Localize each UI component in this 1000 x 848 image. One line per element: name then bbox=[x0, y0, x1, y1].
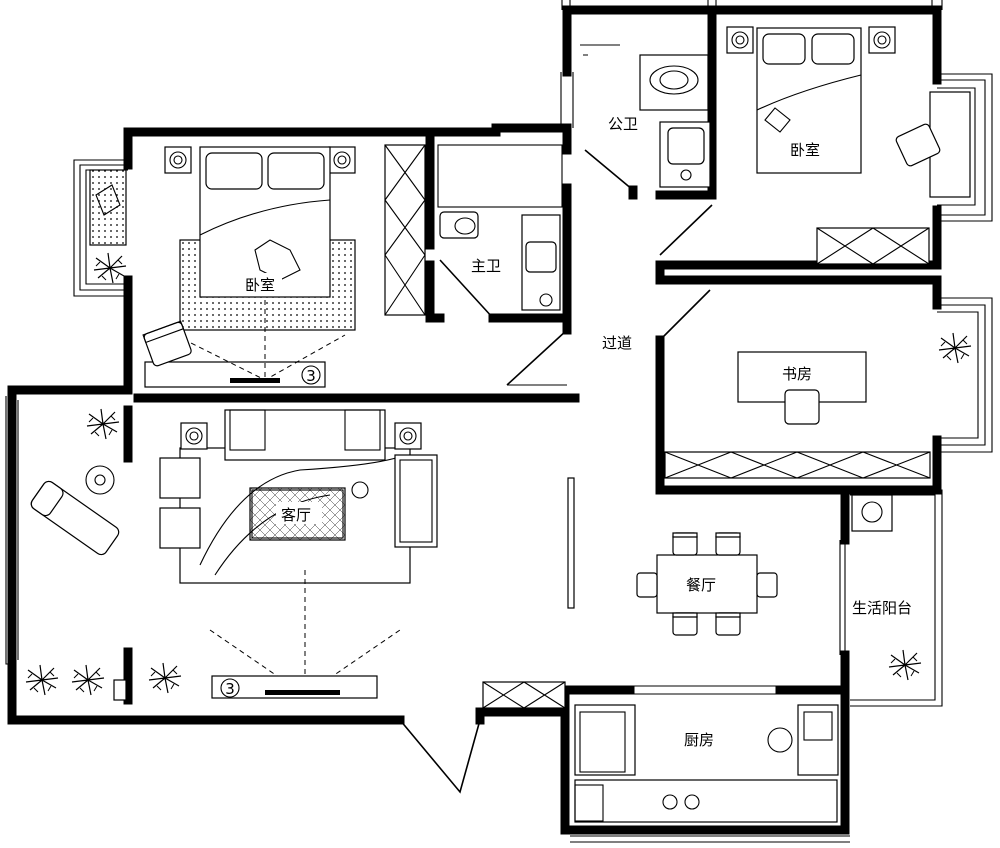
plant-balcony bbox=[888, 649, 922, 681]
dining-chair-4 bbox=[715, 612, 741, 636]
room-label-living-room: 客厅 bbox=[281, 506, 311, 524]
room-label-utility-balcony: 生活阳台 bbox=[852, 599, 912, 617]
tv-marker-bedroom: 3 bbox=[306, 367, 316, 385]
dining-chair-1 bbox=[672, 532, 698, 556]
master-bath-fixtures bbox=[437, 144, 563, 311]
nightstand-ur-left bbox=[726, 26, 754, 54]
room-label-kitchen: 厨房 bbox=[684, 731, 714, 749]
living-room-furniture: 3 bbox=[25, 408, 438, 701]
room-label-bedroom-left: 卧室 bbox=[245, 276, 275, 294]
dining-furniture bbox=[482, 532, 778, 709]
study-furniture bbox=[664, 332, 972, 479]
plant-living-bl2 bbox=[71, 664, 105, 696]
chaise-lounge bbox=[30, 480, 120, 556]
public-bath-fixtures bbox=[580, 44, 711, 188]
tv-marker-living: 3 bbox=[225, 680, 235, 698]
kitchen-fixtures bbox=[574, 494, 922, 823]
plant-bay bbox=[93, 252, 127, 284]
dining-chair-3 bbox=[672, 612, 698, 636]
room-label-master-bath: 主卫 bbox=[471, 257, 501, 275]
room-label-bedroom-upper-right: 卧室 bbox=[790, 141, 820, 159]
plant-living-bl3 bbox=[148, 662, 182, 694]
windows bbox=[5, 0, 993, 843]
desk-chair-ur bbox=[895, 123, 941, 167]
nightstand-ur-right bbox=[868, 26, 896, 54]
side-table-left bbox=[180, 422, 208, 450]
room-label-corridor: 过道 bbox=[602, 334, 632, 352]
upper-right-bedroom-furniture bbox=[726, 26, 971, 265]
dining-chair-2 bbox=[715, 532, 741, 556]
doors bbox=[399, 149, 846, 794]
nightstand-left bbox=[164, 146, 192, 174]
nightstand-right bbox=[328, 146, 356, 174]
room-label-study: 书房 bbox=[782, 365, 812, 383]
plant-living-top bbox=[86, 408, 120, 440]
room-labels: 公卫 卧室 卧室 主卫 过道 书房 客厅 餐厅 生活阳台 厨房 bbox=[242, 112, 912, 749]
plant-living-bl1 bbox=[25, 664, 59, 696]
side-table-right bbox=[394, 422, 422, 450]
armchair-left-bedroom bbox=[142, 320, 192, 367]
left-bedroom-furniture: 3 bbox=[89, 144, 426, 388]
room-label-public-bath: 公卫 bbox=[608, 115, 638, 133]
room-label-dining-room: 餐厅 bbox=[686, 576, 716, 594]
plant-study bbox=[938, 332, 972, 364]
